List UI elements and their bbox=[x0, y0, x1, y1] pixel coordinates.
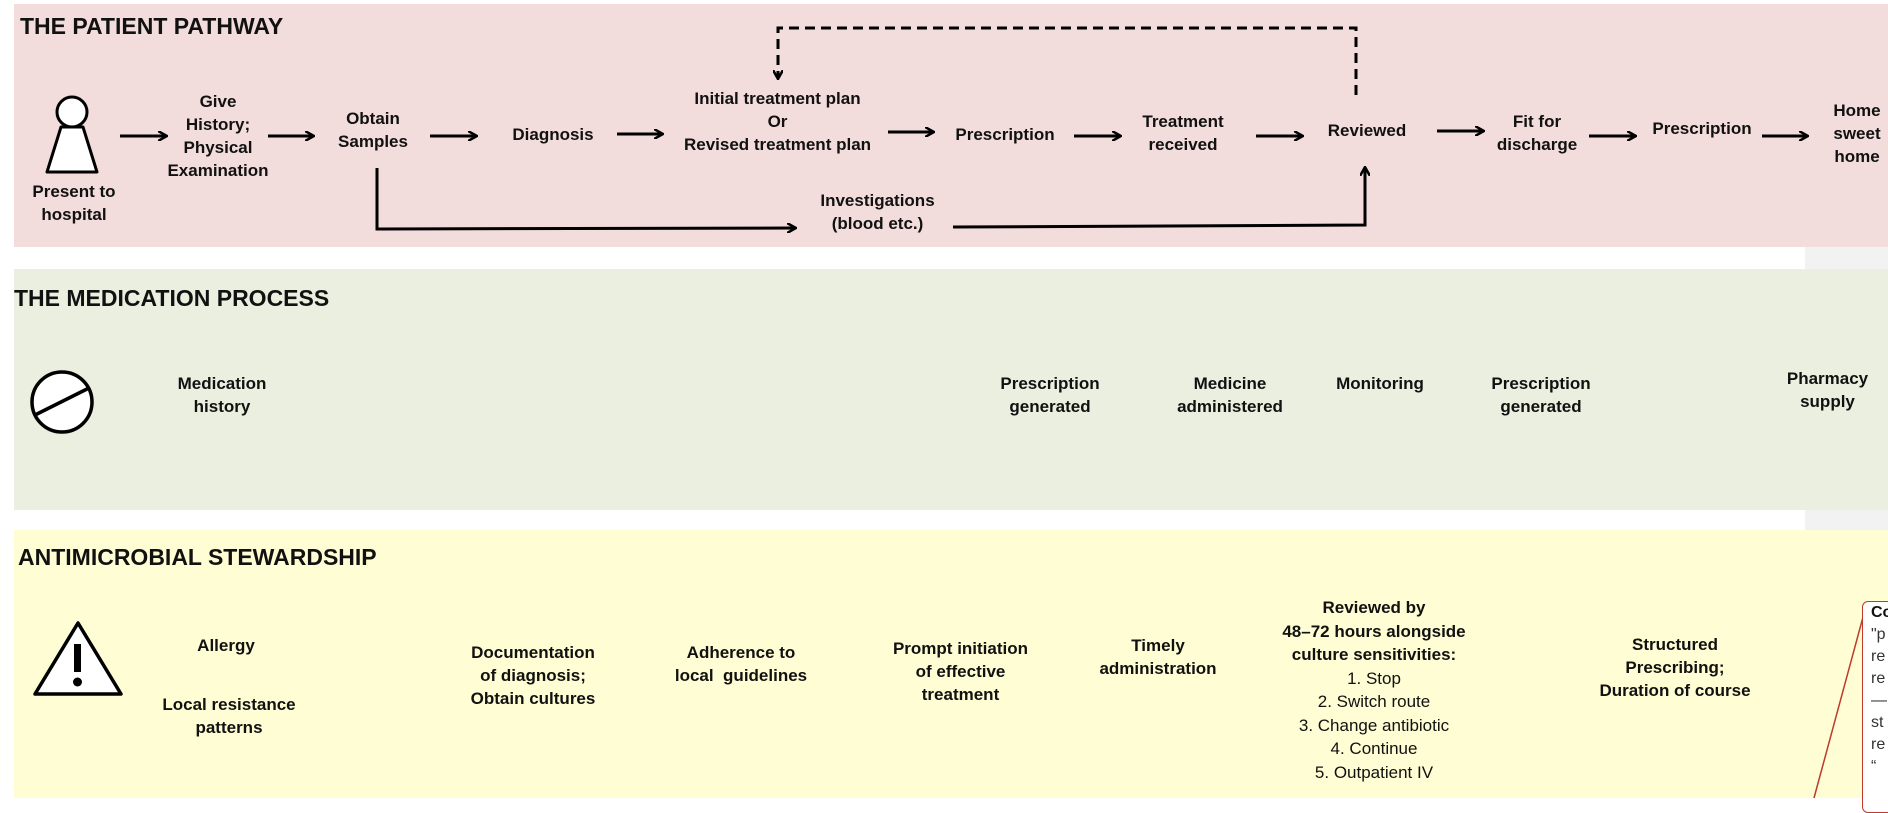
ams-option-3: 3. Change antibiotic bbox=[1298, 715, 1450, 735]
step-prescription-2: Prescription bbox=[1652, 119, 1752, 138]
pathway-heading: THE PATIENT PATHWAY bbox=[20, 13, 284, 39]
stewardship-band bbox=[14, 530, 1888, 798]
med-monitoring: Monitoring bbox=[1336, 374, 1424, 393]
ams-reviewed-title: Reviewed by 48–72 hours alongside cultur… bbox=[1282, 598, 1466, 664]
arrow-investigations-reviewed bbox=[952, 168, 1365, 229]
ams-reviewed-block: Reviewed by 48–72 hours alongside cultur… bbox=[1264, 596, 1484, 784]
ams-adherence: Adherence to local guidelines bbox=[674, 643, 808, 685]
step-obtain-samples: Obtain Samples bbox=[338, 109, 408, 151]
step-prescription-1: Prescription bbox=[955, 125, 1055, 144]
comment-title: Co bbox=[1871, 604, 1888, 621]
step-treatment-received: Treatment received bbox=[1142, 112, 1224, 154]
ams-documentation: Documentation of diagnosis; Obtain cultu… bbox=[470, 643, 596, 708]
step-give-history: Give History; Physical Examination bbox=[167, 92, 269, 180]
warning-icon bbox=[33, 621, 123, 696]
med-pharmacy: Pharmacy supply bbox=[1786, 369, 1869, 411]
comment-line-4: — bbox=[1871, 692, 1887, 709]
ams-prompt: Prompt initiation of effective treatment bbox=[892, 639, 1029, 704]
ams-option-2: 2. Switch route bbox=[1317, 692, 1431, 711]
medication-heading: THE MEDICATION PROCESS bbox=[14, 285, 330, 311]
person-icon bbox=[45, 95, 99, 174]
comment-line-7: “ bbox=[1871, 758, 1877, 775]
ams-allergy: Allergy bbox=[197, 636, 255, 655]
ams-option-5: 5. Outpatient IV bbox=[1314, 762, 1434, 782]
comment-line-6: re bbox=[1871, 736, 1886, 753]
comment-line-1: "p bbox=[1871, 626, 1886, 643]
comment-line-2: re bbox=[1871, 648, 1886, 665]
medication-band bbox=[14, 269, 1888, 510]
ams-option-4: 4. Continue bbox=[1330, 739, 1418, 758]
step-diagnosis: Diagnosis bbox=[512, 125, 594, 144]
step-home: Home sweet home bbox=[1833, 101, 1881, 166]
ams-resistance: Local resistance patterns bbox=[162, 695, 296, 737]
pathway-band bbox=[14, 4, 1888, 247]
ams-timely: Timely administration bbox=[1099, 636, 1217, 678]
comment-box[interactable]: Co "p re re — st re “ bbox=[1862, 601, 1888, 813]
step-fit-discharge: Fit for discharge bbox=[1496, 112, 1578, 154]
comment-line-3: re bbox=[1871, 670, 1886, 687]
med-rx-generated-2: Prescription generated bbox=[1491, 374, 1591, 416]
stewardship-heading: ANTIMICROBIAL STEWARDSHIP bbox=[18, 544, 377, 570]
med-history: Medication history bbox=[177, 374, 267, 416]
step-investigations: Investigations (blood etc.) bbox=[820, 191, 935, 233]
ams-option-1: 1. Stop bbox=[1347, 668, 1401, 688]
gap-band bbox=[1805, 247, 1888, 269]
med-rx-generated-1: Prescription generated bbox=[1000, 374, 1100, 416]
present-label: Present to hospital bbox=[32, 182, 116, 224]
step-reviewed: Reviewed bbox=[1327, 121, 1407, 140]
arrow-samples-investigations bbox=[375, 168, 795, 229]
ams-structured: Structured Prescribing; Duration of cour… bbox=[1599, 635, 1751, 700]
gap-band-2 bbox=[1805, 510, 1888, 530]
med-administered: Medicine administered bbox=[1177, 374, 1283, 416]
step-treatment-plan: Initial treatment plan Or Revised treatm… bbox=[683, 89, 872, 154]
pill-icon bbox=[30, 370, 94, 434]
comment-line-5: st bbox=[1871, 714, 1884, 731]
arrow-feedback-loop bbox=[778, 26, 1358, 95]
